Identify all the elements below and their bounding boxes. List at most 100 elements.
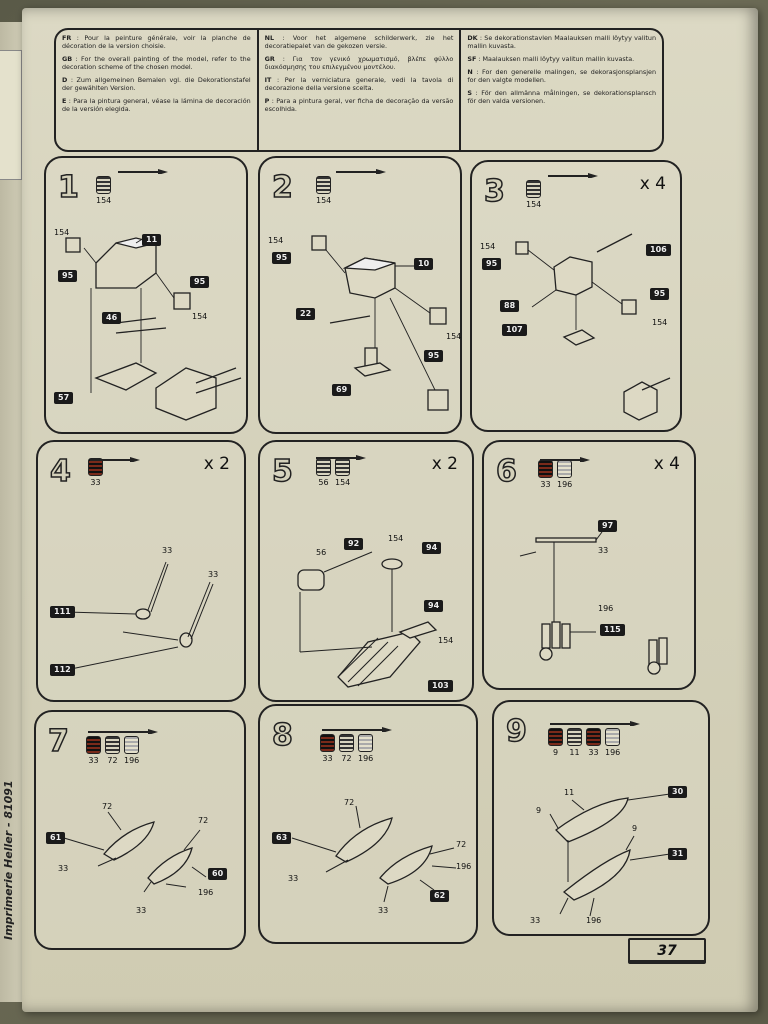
paint-callout: 196 xyxy=(198,888,214,897)
lang-code: GB xyxy=(62,55,73,63)
paint-pot: 33 xyxy=(586,728,601,757)
assembly-drawing xyxy=(311,235,449,411)
part-tag: 111 xyxy=(50,606,75,618)
lang-code: S xyxy=(467,89,472,97)
part-tag: 95 xyxy=(272,252,292,264)
paintbrush-icon xyxy=(550,721,640,726)
paint-jar-icon xyxy=(88,458,103,476)
lang-code: P xyxy=(264,97,270,105)
step-number: 4 xyxy=(49,453,71,490)
part-tag: 10 xyxy=(414,258,434,270)
paint-number: 154 xyxy=(316,196,332,205)
paint-number: 154 xyxy=(335,478,351,487)
paint-callout: 33 xyxy=(598,546,609,555)
instruction-page xyxy=(22,8,758,1012)
lang-dk: DK : Se dekorationstavlen Maalauksen mal… xyxy=(467,34,656,50)
assembly-drawing xyxy=(65,561,214,671)
part-tag: 107 xyxy=(502,324,527,336)
paint-number: 11 xyxy=(569,748,580,757)
paint-number: 9 xyxy=(552,748,559,757)
paintbrush-icon xyxy=(118,169,168,174)
lang-code: DK xyxy=(467,34,478,42)
paint-pot: 196 xyxy=(358,734,373,763)
paint-jar-icon xyxy=(96,176,112,194)
paint-callout: 154 xyxy=(438,636,454,645)
lang-text: : Για τον γενικό χρωματισμό, βλέπε φύλλο… xyxy=(264,55,454,71)
step-number: 7 xyxy=(47,723,69,760)
step-number: 1 xyxy=(57,169,79,206)
header-col-3: DK : Se dekorationstavlen Maalauksen mal… xyxy=(461,30,662,150)
paint-callout: 33 xyxy=(58,864,69,873)
step-number: 5 xyxy=(271,453,293,490)
paint-callout: 72 xyxy=(456,840,467,849)
multiplier: x 2 xyxy=(431,454,458,474)
lang-p: P : Para a pintura geral, ver ficha de d… xyxy=(265,97,454,113)
paint-callout: 33 xyxy=(530,916,541,925)
lang-nl: NL : Voor het algemene schilderwerk, zie… xyxy=(265,34,454,50)
previous-page-edge xyxy=(0,22,26,1002)
part-tag: 94 xyxy=(424,600,444,612)
step-number: 6 xyxy=(495,453,517,490)
multiplier: x 2 xyxy=(203,454,230,474)
part-tag: 95 xyxy=(190,276,210,288)
paintbrush-icon xyxy=(336,169,386,174)
multiplier: x 4 xyxy=(639,174,666,194)
lang-it: IT : Per la verniciatura generale, vedi … xyxy=(265,76,454,92)
lang-code: IT xyxy=(264,76,272,84)
step-6-panel: 6 x 4 33 196 97 115 33 196 xyxy=(482,440,696,690)
part-tag: 106 xyxy=(646,244,671,256)
paint-pot: 196 xyxy=(124,736,139,765)
lang-n: N : For den generelle malingen, se dekor… xyxy=(467,68,656,84)
paint-list: 154 xyxy=(316,176,331,205)
lang-text: : Se dekorationstavlen Maalauksen malli … xyxy=(467,34,656,50)
lang-code: N xyxy=(467,68,473,76)
lang-code: SF xyxy=(467,55,477,63)
paintbrush-icon xyxy=(88,729,158,734)
paintbrush-icon xyxy=(540,457,590,462)
step-7-panel: 7 33 72 196 61 60 72 72 33 196 33 xyxy=(34,710,246,950)
paint-pot: 154 xyxy=(316,176,331,205)
part-tag: 97 xyxy=(598,520,618,532)
paint-jar-icon xyxy=(86,736,101,754)
paint-callout: 154 xyxy=(54,228,70,237)
assembly-drawing xyxy=(519,531,668,675)
lang-fr: FR : Pour la peinture générale, voir la … xyxy=(62,34,251,50)
step-5-panel: 5 x 2 56 154 92 94 94 103 56 154 154 xyxy=(258,440,474,702)
paint-callout: 56 xyxy=(316,548,327,557)
paint-callout: 33 xyxy=(288,874,299,883)
paint-jar-icon xyxy=(320,734,335,752)
header-col-2: NL : Voor het algemene schilderwerk, zie… xyxy=(259,30,462,150)
part-tag: 95 xyxy=(58,270,78,282)
paint-number: 196 xyxy=(557,480,573,489)
paint-number: 33 xyxy=(540,480,551,489)
paint-number: 33 xyxy=(588,748,599,757)
paint-pot: 9 xyxy=(548,728,563,757)
part-tag: 30 xyxy=(668,786,688,798)
lang-gb: GB : For the overall painting of the mod… xyxy=(62,55,251,71)
step-1-panel: 1 154 11 95 95 46 57 154 154 xyxy=(44,156,248,434)
part-tag: 88 xyxy=(500,300,520,312)
part-tag: 11 xyxy=(142,234,162,246)
paint-pot: 154 xyxy=(96,176,111,205)
header-col-1: FR : Pour la peinture générale, voir la … xyxy=(56,30,259,150)
part-tag: 92 xyxy=(344,538,364,550)
paintbrush-icon xyxy=(90,457,140,462)
paint-callout: 154 xyxy=(268,236,284,245)
lang-sf: SF : Maalauksen malli löytyy valitun mal… xyxy=(467,55,656,63)
part-tag: 57 xyxy=(54,392,74,404)
paint-list: 33 xyxy=(88,458,103,487)
paint-list: 33 72 196 xyxy=(320,734,373,763)
assembly-drawing xyxy=(297,551,438,688)
part-tag: 31 xyxy=(668,848,688,860)
paint-jar-icon xyxy=(105,736,120,754)
assembly-drawing xyxy=(65,237,242,421)
lang-text: : For den generelle malingen, se dekoras… xyxy=(467,68,657,84)
paint-pot: 196 xyxy=(605,728,620,757)
part-tag: 46 xyxy=(102,312,122,324)
painting-instructions-header: FR : Pour la peinture générale, voir la … xyxy=(54,28,664,152)
part-tag: 60 xyxy=(208,868,228,880)
lang-d: D : Zum allgemeinen Bemalen vgl. die Dek… xyxy=(62,76,251,92)
paint-number: 72 xyxy=(107,756,118,765)
assembly-drawing xyxy=(515,233,671,421)
paint-callout: 154 xyxy=(652,318,668,327)
